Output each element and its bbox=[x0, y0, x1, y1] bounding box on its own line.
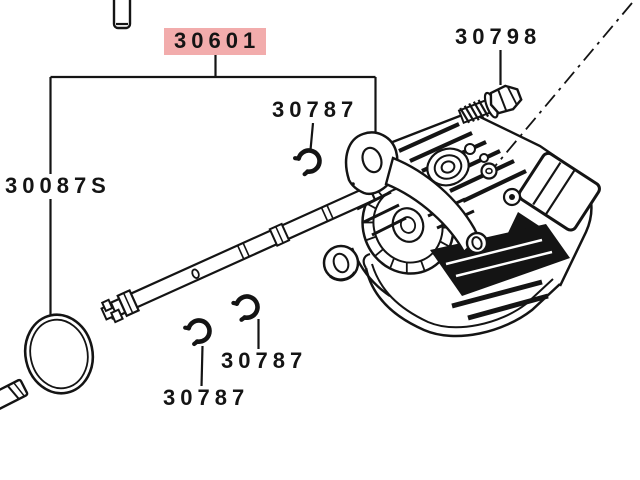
snap-ring-icon bbox=[183, 318, 212, 347]
housing-shaded-body bbox=[430, 224, 570, 321]
spring-pin-icon bbox=[112, 0, 132, 30]
part-label-30087S[interactable]: 30087S bbox=[1, 174, 113, 199]
sensor-connector bbox=[517, 151, 601, 232]
mount-boss bbox=[322, 244, 360, 282]
lever-strap bbox=[384, 156, 489, 255]
o-ring-icon bbox=[23, 313, 95, 395]
rod-end-icon bbox=[0, 378, 29, 421]
part-label-30798[interactable]: 30798 bbox=[451, 25, 544, 50]
part-label-30787-bottom[interactable]: 30787 bbox=[159, 386, 252, 411]
housing-hatch bbox=[356, 190, 407, 237]
leader-lines bbox=[200, 49, 502, 388]
snap-ring-icon bbox=[292, 148, 322, 177]
lower-flange bbox=[362, 252, 561, 338]
snap-ring-icon bbox=[231, 294, 260, 322]
housing-stud bbox=[479, 153, 489, 163]
gear-dome bbox=[426, 147, 470, 187]
bolt-centerline bbox=[490, 2, 633, 172]
part-label-30787-top[interactable]: 30787 bbox=[268, 98, 361, 123]
housing-stud bbox=[464, 143, 476, 155]
part-label-30787-middle[interactable]: 30787 bbox=[217, 349, 310, 374]
bolt-hole-boss bbox=[480, 162, 498, 180]
bolt-icon bbox=[457, 84, 523, 125]
lever-lobe bbox=[344, 131, 399, 196]
part-label-30601[interactable]: 30601 bbox=[164, 28, 267, 55]
shift-shaft-icon bbox=[100, 184, 377, 324]
gear-housing-front bbox=[322, 131, 561, 338]
